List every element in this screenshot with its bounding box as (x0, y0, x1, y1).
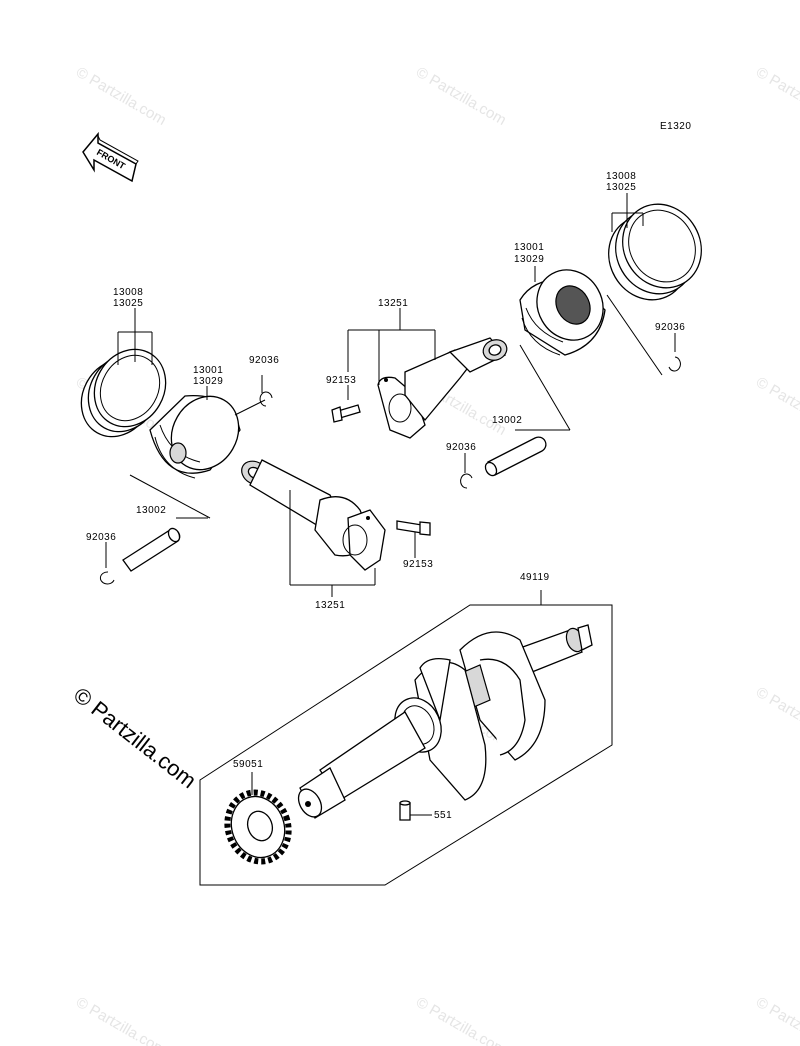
label-rod-right-bolt: 92153 (326, 375, 356, 386)
piston-pin-left[interactable] (122, 526, 182, 572)
label-dowel: 551 (434, 810, 452, 821)
watermark-9: © Partzilla.com (73, 994, 169, 1046)
leader-lines-right (347, 193, 676, 473)
piston-pin-right[interactable] (483, 436, 547, 477)
leader-lines-left (105, 308, 416, 597)
label-rings-right-b: 13025 (606, 182, 636, 193)
label-piston-left-a: 13001 (193, 365, 223, 376)
label-piston-right-b: 13029 (514, 254, 544, 265)
connecting-rod-right[interactable] (377, 336, 510, 439)
piston-rings-right[interactable] (594, 190, 717, 314)
label-rod-left: 13251 (315, 600, 345, 611)
watermark-layer: © Partzilla.com © Partzilla.com © Partzi… (73, 64, 800, 1046)
watermark-1: © Partzilla.com (73, 64, 169, 129)
watermark-10: © Partzilla.com (413, 994, 509, 1046)
label-rings-left-b: 13025 (113, 298, 143, 309)
clip-right-top[interactable] (668, 356, 681, 372)
diagram-code: E1320 (660, 121, 691, 132)
label-clip-left-bottom: 92036 (86, 532, 116, 543)
watermark-2: © Partzilla.com (413, 64, 509, 129)
rod-bolt-left[interactable] (396, 520, 431, 536)
label-pin-left: 13002 (136, 505, 166, 516)
crankshaft-gear[interactable] (218, 784, 298, 870)
watermark-6: © Partzilla.com (753, 374, 800, 439)
crankshaft-frame (199, 590, 613, 886)
label-clip-left-top: 92036 (249, 355, 279, 366)
clip-left-bottom[interactable] (99, 571, 115, 585)
connecting-rod-left[interactable] (237, 456, 386, 571)
dowel-pin[interactable] (399, 800, 411, 821)
piston-right[interactable] (519, 258, 616, 356)
label-rings-right-a: 13008 (606, 171, 636, 182)
clip-left-top[interactable] (259, 391, 273, 407)
watermark-main: © Partzilla.com (69, 682, 201, 793)
crankshaft[interactable] (294, 624, 593, 821)
front-arrow-icon: FRONT (82, 131, 139, 183)
rod-bolt-right[interactable] (331, 404, 361, 423)
piston-left[interactable] (149, 384, 252, 482)
label-rings-left-a: 13008 (113, 287, 143, 298)
label-gear: 59051 (233, 759, 263, 770)
clip-right-bottom[interactable] (460, 473, 473, 489)
label-rod-right: 13251 (378, 298, 408, 309)
watermark-8: © Partzilla.com (753, 684, 800, 749)
label-pin-right: 13002 (492, 415, 522, 426)
label-piston-left-b: 13029 (193, 376, 223, 387)
piston-rings-left[interactable] (68, 336, 180, 449)
watermark-11: © Partzilla.com (753, 994, 800, 1046)
label-crankshaft: 49119 (520, 572, 550, 583)
watermark-3: © Partzilla.com (753, 64, 800, 129)
label-rod-left-bolt: 92153 (403, 559, 433, 570)
label-clip-right-bottom: 92036 (446, 442, 476, 453)
label-piston-right-a: 13001 (514, 242, 544, 253)
label-clip-right-top: 92036 (655, 322, 685, 333)
